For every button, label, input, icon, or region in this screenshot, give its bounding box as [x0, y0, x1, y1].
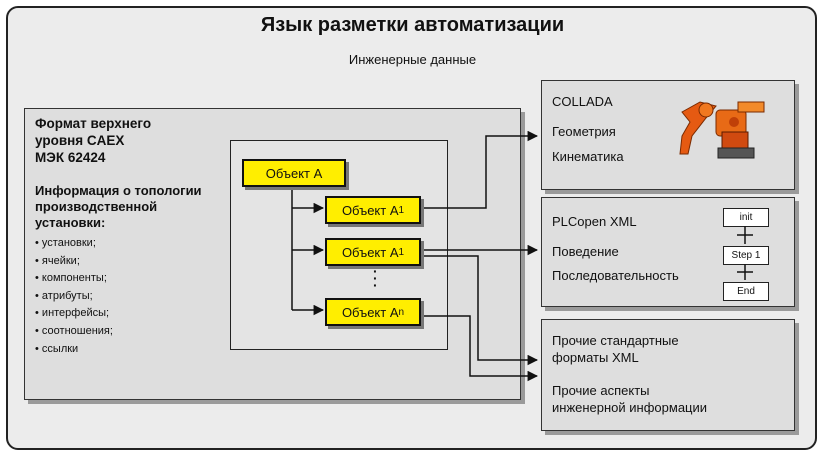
- plcopen-label: PLCopen XML: [552, 214, 637, 229]
- object-index: 1: [398, 246, 405, 258]
- bullet-item: интерфейсы;: [35, 305, 113, 323]
- object-label: Объект A: [341, 244, 399, 260]
- bullet-item: ячейки;: [35, 253, 113, 271]
- object-label: Объект A: [341, 202, 399, 218]
- other-formats-box: Прочие стандартные форматы XML Прочие ас…: [541, 319, 795, 431]
- diagram-subtitle: Инженерные данные: [348, 52, 477, 67]
- bullet-item: ссылки: [35, 341, 113, 359]
- caex-bullet-list: установки; ячейки; компоненты; атрибуты;…: [35, 235, 113, 358]
- sfc-step-init: init: [723, 208, 769, 227]
- object-index: n: [398, 306, 405, 318]
- other-formats-label: Прочие стандартные форматы XML: [552, 333, 679, 365]
- ellipsis-vertical: ···: [373, 263, 378, 293]
- sfc-step-1: Step 1: [723, 246, 769, 265]
- caex-topology-heading: Информация о топологии производственной …: [35, 183, 202, 230]
- geometry-label: Геометрия: [552, 124, 616, 139]
- collada-label: COLLADA: [552, 94, 613, 109]
- object-label: Объект A: [341, 304, 399, 320]
- bullet-item: соотношения;: [35, 323, 113, 341]
- collada-box: COLLADA Геометрия Кинематика: [541, 80, 795, 190]
- diagram-title: Язык разметки автоматизации: [260, 14, 565, 36]
- bullet-item: компоненты;: [35, 270, 113, 288]
- object-index: 1: [398, 204, 405, 216]
- robot-arm-icon: [679, 101, 765, 159]
- bullet-item: атрибуты;: [35, 288, 113, 306]
- behavior-label: Поведение: [552, 244, 619, 259]
- sfc-step-end: End: [723, 282, 769, 301]
- object-a: Объект A: [242, 159, 346, 187]
- caex-title: Формат верхнего уровня CAEX МЭК 62424: [35, 116, 152, 165]
- other-aspects-label: Прочие аспекты инженерной информации: [552, 383, 708, 415]
- bullet-item: установки;: [35, 235, 113, 253]
- sequence-label: Последовательность: [552, 268, 679, 283]
- kinematics-label: Кинематика: [552, 149, 624, 164]
